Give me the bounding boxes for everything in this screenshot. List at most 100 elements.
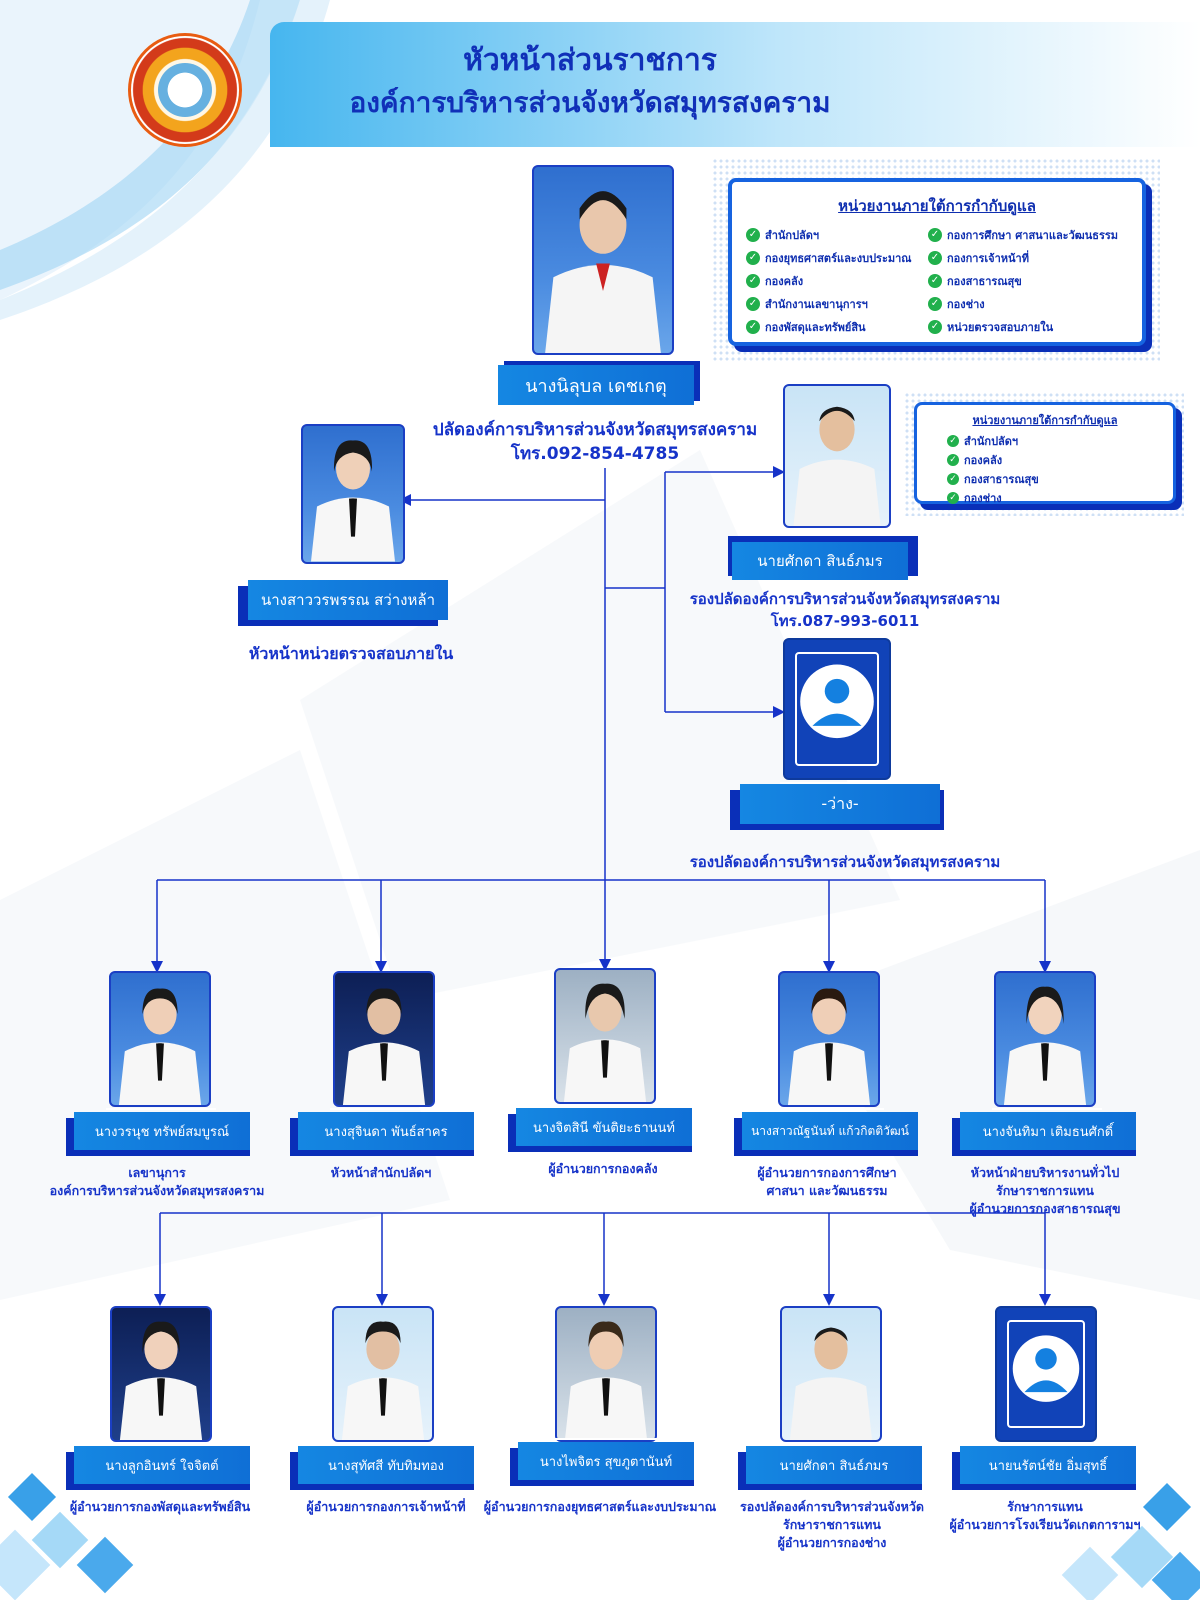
name-row2-2: นางสุทัศสี ทับทิมทอง [298, 1446, 474, 1484]
person-placeholder-icon [800, 664, 874, 739]
portrait-row2-1 [110, 1306, 212, 1442]
portrait-row1-2 [333, 971, 435, 1107]
role-line: รักษาราชการแทน [783, 1517, 881, 1532]
nameplate-row1-3: นางจิตสินี ขันติยะธานนท์ [508, 1104, 700, 1154]
name-deputy-2: -ว่าง- [740, 784, 940, 824]
portrait-row1-1 [109, 971, 211, 1107]
role-line: หัวหน้าฝ่ายบริหารงานทั่วไป [970, 1165, 1120, 1180]
page-title-line2: องค์การบริหารส่วนจังหวัดสมุทรสงคราม [349, 86, 831, 119]
nameplate-row2-1: นางลูกอินทร์ ใจจิตต์ [66, 1442, 258, 1492]
name-row1-5: นางจันทิมา เติมธนศักดิ์ [960, 1112, 1136, 1150]
portrait-audit-head [301, 424, 405, 564]
check-icon: ✓ [746, 320, 760, 334]
role-line: ผู้อำนวยการกองคลัง [548, 1161, 658, 1176]
role-row2-1: ผู้อำนวยการกองพัสดุและทรัพย์สิน [50, 1498, 270, 1516]
role-deputy-1-phone: โทร.087-993-6011 [770, 612, 920, 630]
unit-item: ✓กองยุทธศาสตร์และงบประมาณ [746, 249, 912, 267]
check-icon: ✓ [947, 492, 959, 504]
check-icon: ✓ [746, 297, 760, 311]
logo-emblem [158, 63, 212, 117]
supervised-units-panel: หน่วยงานภายใต้การกำกับดูแล ✓สำนักปลัดฯ ✓… [712, 158, 1160, 363]
role-line: หัวหน้าสำนักปลัดฯ [330, 1165, 432, 1180]
nameplate-row1-5: นางจันทิมา เติมธนศักดิ์ [952, 1108, 1144, 1158]
check-icon: ✓ [947, 454, 959, 466]
unit-item: ✓กองการเจ้าหน้าที่ [928, 249, 1029, 267]
nameplate-chief: นางนิลุบล เดชเกตุ [496, 357, 706, 409]
unit-item: ✓หน่วยตรวจสอบภายใน [928, 318, 1053, 336]
page-title: หัวหน้าส่วนราชการ องค์การบริหารส่วนจังหว… [270, 40, 910, 124]
portrait-deputy-2-vacant [783, 638, 891, 780]
portrait-row1-5 [994, 971, 1096, 1107]
portrait-row1-4 [778, 971, 880, 1107]
name-row1-4: นางสาวณัฐนันท์ แก้วกิตติวัฒน์ [742, 1112, 918, 1150]
role-line: ศาสนา และวัฒนธรรม [766, 1183, 888, 1198]
role-line: เลขานุการ [128, 1165, 186, 1180]
unit-item: ✓กองช่าง [947, 489, 1002, 507]
check-icon: ✓ [746, 251, 760, 265]
unit-item: ✓กองคลัง [746, 272, 803, 290]
role-line: ผู้อำนวยการกองช่าง [777, 1535, 887, 1550]
check-icon: ✓ [947, 473, 959, 485]
deputy-units-title: หน่วยงานภายใต้การกำกับดูแล [972, 414, 1118, 427]
nameplate-row1-1: นางวรนุช ทรัพย์สมบูรณ์ [66, 1108, 258, 1158]
nameplate-row2-3: นางไพจิตร สุขภูตานันท์ [510, 1438, 702, 1488]
portrait-row1-3 [554, 968, 656, 1104]
portrait-row2-3 [555, 1306, 657, 1442]
name-row1-1: นางวรนุช ทรัพย์สมบูรณ์ [74, 1112, 250, 1150]
unit-item: ✓กองการศึกษา ศาสนาและวัฒนธรรม [928, 226, 1118, 244]
unit-item: ✓กองคลัง [947, 451, 1002, 469]
role-line: ผู้อำนวยการกองพัสดุและทรัพย์สิน [69, 1499, 251, 1514]
name-deputy-1: นายศักดา สินธ์ภมร [732, 542, 908, 580]
check-icon: ✓ [928, 228, 942, 242]
portrait-row2-2 [332, 1306, 434, 1442]
name-row1-3: นางจิตสินี ขันติยะธานนท์ [516, 1108, 692, 1146]
organization-logo [128, 33, 242, 147]
role-line: ผู้อำนวยการกองการเจ้าหน้าที่ [306, 1499, 466, 1514]
unit-item: ✓สำนักงานเลขานุการฯ [746, 295, 868, 313]
role-line: องค์การบริหารส่วนจังหวัดสมุทรสงคราม [49, 1183, 265, 1198]
name-row1-2: นางสุจินดา พันธ์สาคร [298, 1112, 474, 1150]
check-icon: ✓ [928, 320, 942, 334]
check-icon: ✓ [746, 274, 760, 288]
role-chief: ปลัดองค์การบริหารส่วนจังหวัดสมุทรสงคราม … [380, 418, 810, 466]
role-row2-4: รองปลัดองค์การบริหารส่วนจังหวัด รักษาราช… [722, 1498, 942, 1552]
role-line: รักษาการแทน [1007, 1499, 1083, 1514]
unit-item: ✓กองช่าง [928, 295, 985, 313]
nameplate-audit-head: นางสาววรพรรณ สว่างหล้า [238, 574, 462, 626]
role-row1-3: ผู้อำนวยการกองคลัง [498, 1160, 708, 1178]
person-placeholder-icon [1012, 1335, 1080, 1402]
role-line: ผู้อำนวยการโรงเรียนวัดเกตการามฯ [949, 1517, 1141, 1532]
unit-item: ✓สำนักปลัดฯ [746, 226, 819, 244]
name-row2-3: นางไพจิตร สุขภูตานันท์ [518, 1442, 694, 1480]
unit-item: ✓กองสาธารณสุข [947, 470, 1039, 488]
unit-item: ✓กองสาธารณสุข [928, 272, 1022, 290]
role-line: ผู้อำนวยการกองสาธารณสุข [969, 1201, 1121, 1216]
portrait-deputy-1 [783, 384, 891, 528]
unit-item: ✓กองพัสดุและทรัพย์สิน [746, 318, 866, 336]
name-row2-1: นางลูกอินทร์ ใจจิตต์ [74, 1446, 250, 1484]
page-title-line1: หัวหน้าส่วนราชการ [463, 43, 717, 78]
role-chief-line1: ปลัดองค์การบริหารส่วนจังหวัดสมุทรสงคราม [432, 420, 758, 440]
nameplate-row1-2: นางสุจินดา พันธ์สาคร [290, 1108, 482, 1158]
role-deputy-2: รองปลัดองค์การบริหารส่วนจังหวัดสมุทรสงคร… [689, 853, 1001, 871]
check-icon: ✓ [928, 274, 942, 288]
check-icon: ✓ [928, 251, 942, 265]
role-chief-phone: โทร.092-854-4785 [510, 444, 680, 464]
role-row1-5: หัวหน้าฝ่ายบริหารงานทั่วไป รักษาราชการแท… [935, 1164, 1155, 1218]
check-icon: ✓ [947, 435, 959, 447]
name-row2-4: นายศักดา สินธ์ภมร [746, 1446, 922, 1484]
role-line: รักษาราชการแทน [996, 1183, 1094, 1198]
role-row1-1: เลขานุการ องค์การบริหารส่วนจังหวัดสมุทรส… [32, 1164, 282, 1200]
role-line: ผู้อำนวยการกองยุทธศาสตร์และงบประมาณ [483, 1499, 717, 1514]
deputy-units-panel: หน่วยงานภายใต้การกำกับดูแล ✓สำนักปลัดฯ ✓… [904, 392, 1184, 516]
check-icon: ✓ [746, 228, 760, 242]
role-row1-2: หัวหน้าสำนักปลัดฯ [276, 1164, 486, 1182]
nameplate-row1-4: นางสาวณัฐนันท์ แก้วกิตติวัฒน์ [734, 1108, 926, 1158]
role-deputy-1-line1: รองปลัดองค์การบริหารส่วนจังหวัดสมุทรสงคร… [689, 590, 1001, 608]
role-line: ผู้อำนวยการกองการศึกษา [757, 1165, 897, 1180]
role-row2-2: ผู้อำนวยการกองการเจ้าหน้าที่ [281, 1498, 491, 1516]
nameplate-row2-5: นายนรัตน์ชัย อิ่มสุทธิ์ [952, 1442, 1144, 1492]
check-icon: ✓ [928, 297, 942, 311]
nameplate-deputy-1: นายศักดา สินธ์ภมร [728, 532, 924, 584]
portrait-chief [532, 165, 674, 355]
